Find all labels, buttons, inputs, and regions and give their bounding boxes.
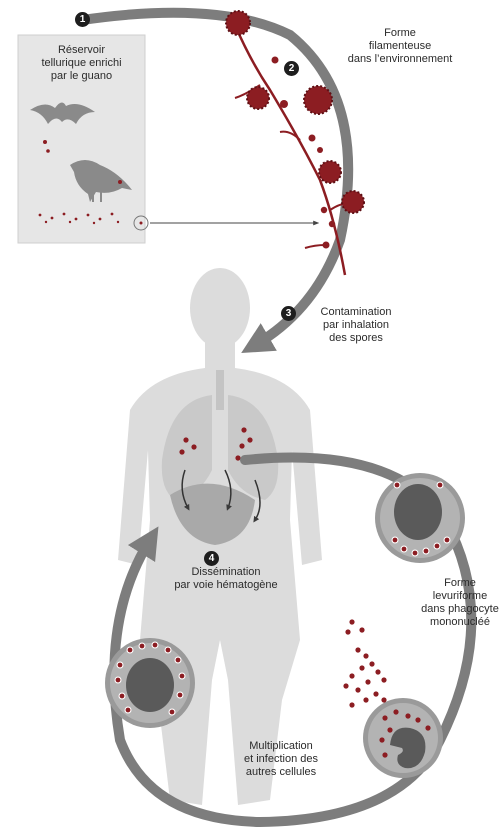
yeast-form-label: Forme levuriforme dans phagocyte mononuc… <box>414 577 500 629</box>
released-yeasts <box>343 619 386 707</box>
step-2-badge: 2 <box>284 61 299 76</box>
magnify-arrow <box>134 216 318 230</box>
step-1-badge: 1 <box>75 12 90 27</box>
contamination-label: Contamination par inhalation des spores <box>296 306 416 345</box>
dissemination-label: Dissémination par voie hématogène <box>166 566 286 592</box>
phagocyte-cell-icon <box>375 473 465 563</box>
multiplying-cell <box>105 638 195 728</box>
step-3-badge: 3 <box>281 306 296 321</box>
multiplication-label: Multiplication et infection des autres c… <box>226 740 336 779</box>
reservoir-label: Réservoir tellurique enrichi par le guan… <box>20 44 143 83</box>
bursting-cell <box>363 698 443 778</box>
step-4-badge: 4 <box>204 551 219 566</box>
filamentous-form-label: Forme filamenteuse dans l’environnement <box>330 27 470 66</box>
